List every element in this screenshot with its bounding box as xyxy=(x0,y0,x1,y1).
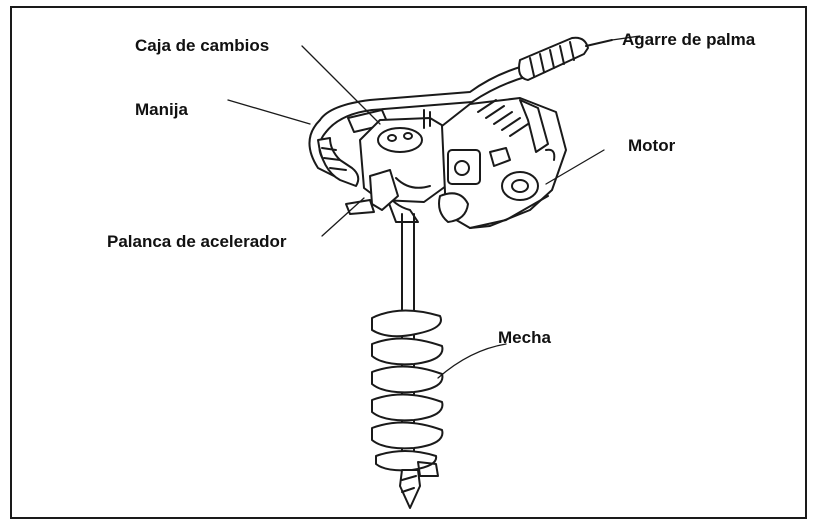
label-auger: Mecha xyxy=(498,328,551,347)
handle-grip xyxy=(317,109,389,187)
label-throttle: Palanca de acelerador xyxy=(107,232,287,251)
leader-lines xyxy=(227,35,641,379)
auger-flights xyxy=(371,309,444,509)
throttle-lever xyxy=(345,169,469,223)
label-gearbox: Caja de cambios xyxy=(135,36,270,55)
label-motor: Motor xyxy=(628,136,676,155)
label-handle: Manija xyxy=(135,100,188,119)
palm-grip xyxy=(518,36,613,81)
label-palm-grip: Agarre de palma xyxy=(622,30,756,49)
motor xyxy=(441,97,567,229)
